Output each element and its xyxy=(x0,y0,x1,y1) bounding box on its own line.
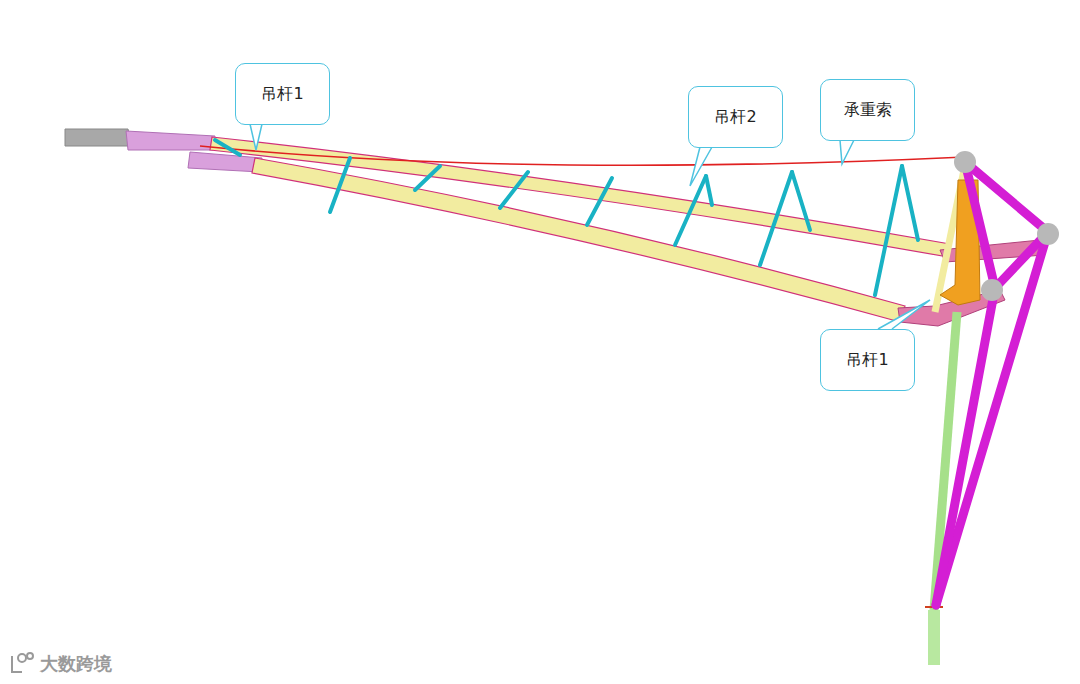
callout-text: 吊杆2 xyxy=(714,107,756,128)
callout-box: 吊杆1 xyxy=(235,63,330,125)
watermark: 大数跨境 xyxy=(40,652,112,676)
callout-box: 承重索 xyxy=(820,79,915,141)
callout-text: 吊杆1 xyxy=(261,84,303,105)
watermark-logo xyxy=(12,653,33,672)
callout-box: 吊杆2 xyxy=(688,86,783,148)
callout-text: 吊杆1 xyxy=(846,350,888,371)
callout-box: 吊杆1 xyxy=(820,329,915,391)
callout-text: 承重索 xyxy=(844,100,892,121)
